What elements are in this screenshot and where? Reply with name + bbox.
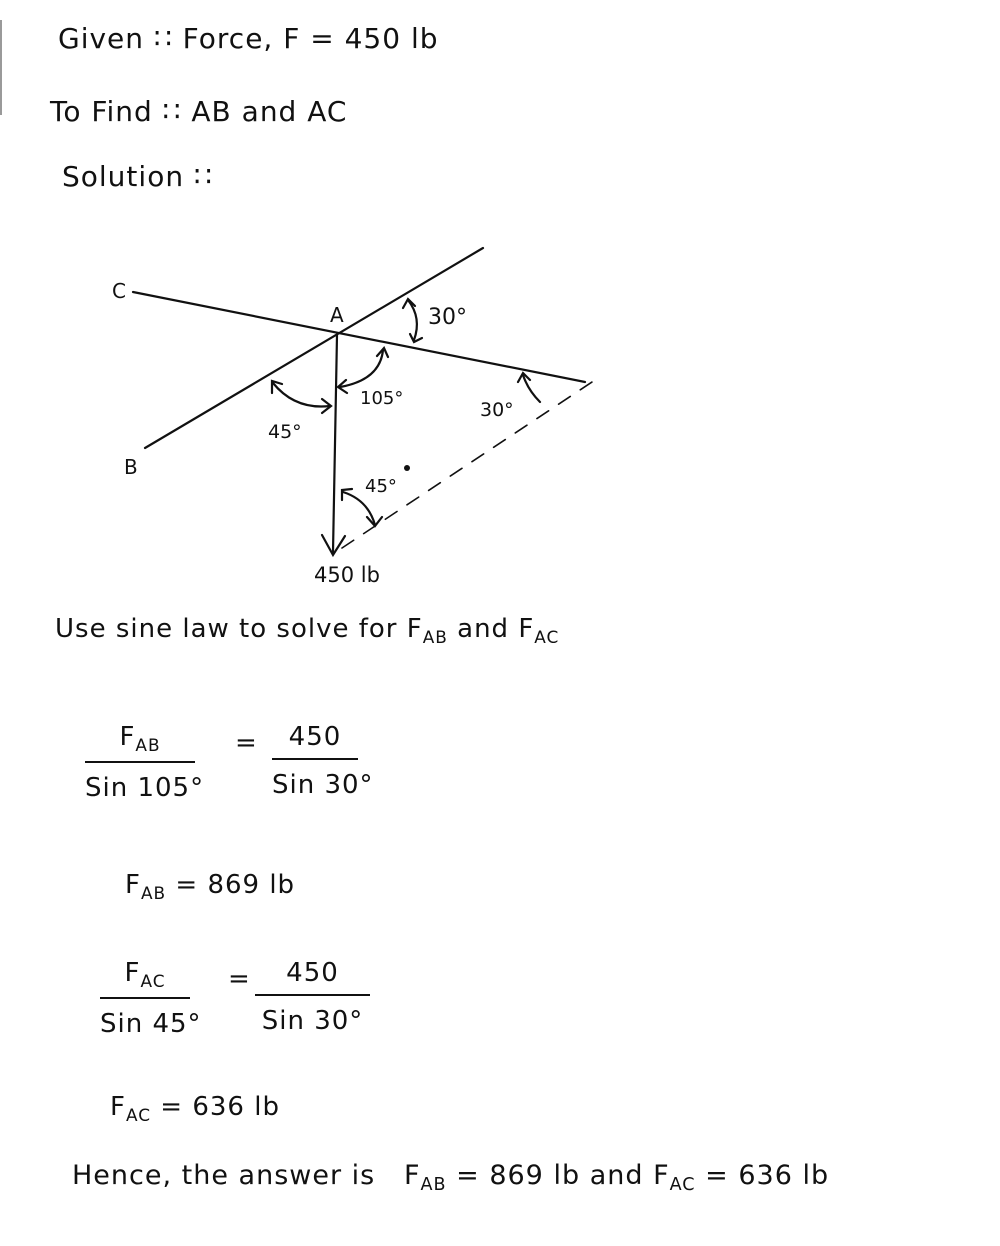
solution-label: Solution: [62, 160, 185, 193]
eq1-num-right: 450: [288, 722, 342, 752]
angle-45-lower: 45°: [365, 476, 397, 497]
result-fab: FAB = 869 lb: [125, 870, 295, 903]
eq1-den-left: Sin 105°: [85, 772, 205, 803]
to-find-sep: ∷: [162, 95, 182, 128]
point-b-label: B: [124, 455, 138, 479]
angle-30-far-right: 30°: [480, 399, 514, 421]
eq2-equals: =: [228, 964, 251, 994]
conclusion-text: Hence, the answer is: [72, 1160, 376, 1191]
given-label: Given: [58, 22, 145, 55]
result2-value: = 636 lb: [160, 1092, 280, 1122]
given-line: Given ∷ Force, F = 450 lb: [58, 22, 439, 55]
given-text: Force, F = 450 lb: [182, 22, 439, 55]
solution-heading: Solution ∷: [62, 160, 213, 193]
fraction-bar: [100, 996, 190, 999]
result1-f: F: [125, 870, 141, 900]
point-a-label: A: [330, 303, 344, 327]
eq1-left-fraction: FAB Sin 105°: [85, 722, 205, 803]
line-ba: [143, 246, 485, 450]
to-find-label: To Find: [50, 95, 153, 128]
eq2-den-right: Sin 30°: [261, 1006, 364, 1036]
eq2-num-right: 450: [286, 958, 339, 988]
result1-sub: AB: [140, 882, 167, 903]
conclusion-f1: F: [403, 1160, 421, 1191]
result2-f: F: [110, 1092, 126, 1122]
conclusion-v2: = 636 lb: [705, 1160, 830, 1191]
solution-sep: ∷: [193, 160, 213, 193]
conclusion-f2: F: [653, 1160, 670, 1191]
point-c-label: C: [112, 279, 126, 303]
force-diagram: C A B 30° 105° 45° 30° 45° 450 lb: [100, 230, 600, 590]
arrowhead: [320, 533, 347, 558]
angle-top-right: 30°: [428, 305, 467, 330]
fraction-bar: [85, 760, 195, 763]
given-sep: ∷: [153, 22, 173, 55]
to-find-line: To Find ∷ AB and AC: [50, 95, 347, 128]
eq2-num-sub: AC: [140, 970, 166, 991]
eq2-num-f: F: [124, 958, 141, 988]
eq1-num-f: F: [119, 722, 136, 752]
eq1-num-sub: AB: [135, 734, 161, 755]
force-label: 450 lb: [314, 563, 380, 587]
fraction-bar: [272, 758, 358, 760]
eq1-equals: =: [235, 728, 258, 758]
eq1-right-fraction: 450 Sin 30°: [272, 722, 374, 800]
result2-sub: AC: [125, 1104, 152, 1125]
conclusion-v1: = 869 lb: [456, 1160, 581, 1191]
conclusion-f2-sub: AC: [669, 1175, 696, 1196]
force-vector: [331, 333, 339, 554]
method-f2: F: [518, 614, 535, 644]
method-line: Use sine law to solve for FAB and FAC: [55, 614, 559, 647]
result-fac: FAC = 636 lb: [110, 1092, 280, 1125]
fraction-bar: [255, 994, 370, 996]
method-f1-sub: AB: [422, 626, 448, 647]
method-f1: F: [406, 614, 423, 644]
angle-105: 105°: [360, 388, 403, 409]
conclusion-conj: and: [589, 1160, 644, 1191]
eq2-right-fraction: 450 Sin 30°: [255, 958, 370, 1036]
conclusion-line: Hence, the answer is FAB = 869 lb and FA…: [72, 1160, 829, 1195]
eq2-den-left: Sin 45°: [100, 1008, 202, 1039]
conclusion-f1-sub: AB: [420, 1175, 447, 1196]
dot-mark: [404, 465, 410, 471]
angle-45-left: 45°: [268, 421, 302, 443]
method-conj: and: [457, 614, 510, 644]
eq2-left-fraction: FAC Sin 45°: [100, 958, 202, 1039]
scan-edge-artifact: [0, 20, 2, 115]
method-f2-sub: AC: [534, 626, 560, 647]
method-text: Use sine law to solve for: [55, 614, 398, 644]
to-find-text: AB and AC: [191, 95, 348, 128]
line-ca: [131, 290, 587, 384]
force-diagram-svg: C A B 30° 105° 45° 30° 45° 450 lb: [112, 246, 593, 587]
eq1-den-right: Sin 30°: [272, 770, 374, 800]
result1-value: = 869 lb: [175, 870, 296, 900]
